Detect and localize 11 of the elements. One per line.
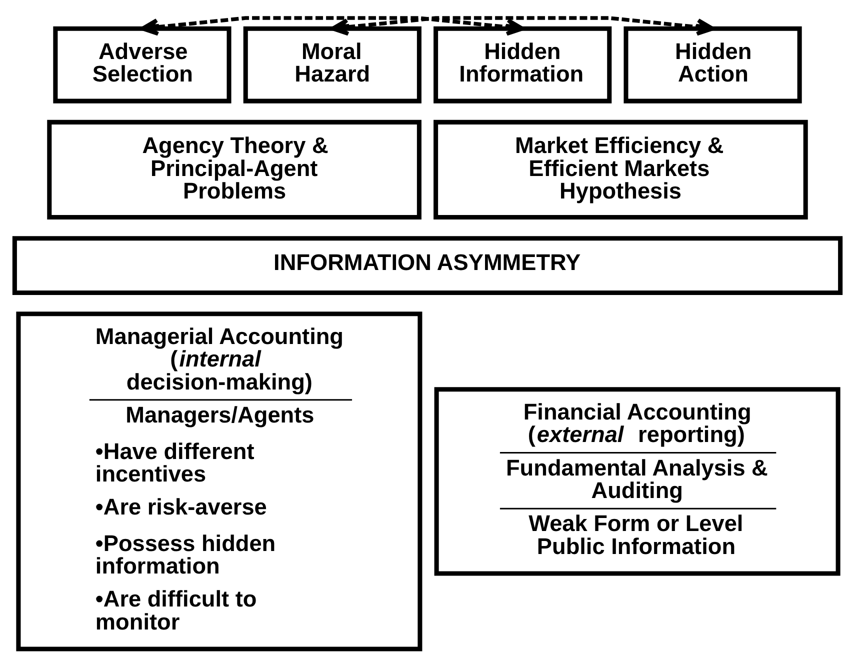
arrow [330,16,715,36]
node-box: INFORMATION ASYMMETRY [12,236,843,295]
node-box: Managerial Accounting (internal decision-making) Managers/Agents •Have different incentives •Are risk-averse •Possess hidden information •Are difficult to monitor [16,312,422,652]
node-box: Moral Hazard [243,26,422,104]
node-box: Market Efficiency & Efficient Markets Hypothesis [434,120,808,220]
node-box: Financial Accounting (external reporting) Fundamental Analysis & Auditing Weak Form or Level Public Information [434,387,840,576]
node-box: Hidden Action [624,26,802,104]
node-box: Hidden Information [434,26,612,104]
node-box: Adverse Selection [53,26,232,104]
arrow [140,16,524,36]
node-box: Agency Theory & Principal-Agent Problems [47,120,422,220]
